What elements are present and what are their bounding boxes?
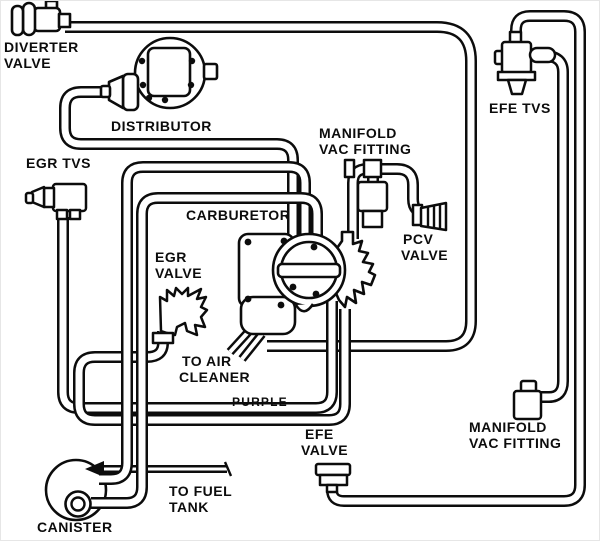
carburetor-bottom-bump	[294, 303, 315, 313]
egr-valve-body	[158, 286, 209, 337]
pcv-valve	[411, 201, 448, 232]
diverter-valve-capsule	[21, 1, 37, 37]
carburetor-casting	[333, 230, 377, 309]
egr-valve	[151, 286, 209, 345]
vacuum-advance-nipple	[99, 84, 112, 99]
hose-egrtvs-to-carb-inner	[59, 217, 336, 412]
carburetor	[226, 230, 377, 362]
distributor-rotor-housing	[146, 46, 192, 98]
manifold-vac-fitting-bottom	[512, 379, 543, 421]
pcv-ribs	[426, 205, 442, 229]
hose-distributor-to-carb-inner	[61, 88, 297, 238]
egr-tvs-port-2	[68, 208, 82, 221]
manifold-vac-fitting-top	[343, 158, 389, 229]
hose-efetvs-to-efevalve-inner	[355, 12, 584, 505]
efe-valve	[314, 462, 352, 494]
egr-tvs-port-1	[55, 208, 69, 221]
carburetor-bolts	[244, 237, 320, 309]
egr-tvs-collar	[42, 186, 56, 209]
carburetor-bowl	[239, 295, 297, 336]
distributor-bolts	[138, 57, 196, 104]
egr-tvs	[24, 182, 88, 221]
efe-tvs-base	[506, 78, 528, 96]
diverter-valve-capsule2	[10, 4, 25, 37]
manifold-line-end-cap	[343, 158, 356, 179]
label-purple: PURPLE	[232, 395, 288, 409]
efe-valve-body	[318, 473, 349, 487]
efe-tvs	[493, 30, 557, 96]
egr-valve-stem-collar	[151, 331, 175, 345]
label-carburetor: CARBURETOR	[186, 207, 291, 223]
hose-egrvalve-to-carb-inner	[75, 309, 349, 424]
manifold-fitting-body	[356, 180, 389, 213]
egr-tvs-nipple	[24, 191, 35, 205]
diverter-valve-stub	[57, 12, 72, 29]
hose-diverter-to-carb-inner	[65, 23, 475, 350]
efe-valve-stem	[325, 483, 339, 494]
efe-tvs-body	[500, 40, 533, 75]
distributor-stub	[202, 62, 219, 81]
canister-port-inner	[70, 496, 86, 512]
label-egr-tvs: EGR TVS	[26, 155, 91, 171]
diverter-valve	[10, 1, 72, 37]
diverter-valve-body	[32, 6, 62, 33]
manifold-fitting2-body	[512, 389, 543, 421]
hose-to-air-cleaner-2-inner	[240, 332, 264, 361]
egr-tvs-body	[51, 182, 88, 213]
hose-canister-2-inner	[91, 194, 321, 507]
fuel-line-cut-end	[223, 461, 233, 477]
label-distributor: DISTRIBUTOR	[111, 118, 212, 134]
label-canister: CANISTER	[37, 519, 113, 535]
manifold-fitting-base	[361, 209, 384, 229]
efe-valve-plate	[314, 462, 352, 477]
hose-canister-1-inner	[99, 163, 309, 483]
carburetor-choke-plate	[276, 262, 342, 279]
label-efe-tvs: EFE TVS	[489, 100, 551, 116]
efe-tvs-side-fitting	[528, 46, 557, 64]
manifold-line-tee-collar	[362, 158, 383, 179]
vacuum-advance-can	[121, 72, 140, 112]
distributor	[99, 36, 219, 112]
